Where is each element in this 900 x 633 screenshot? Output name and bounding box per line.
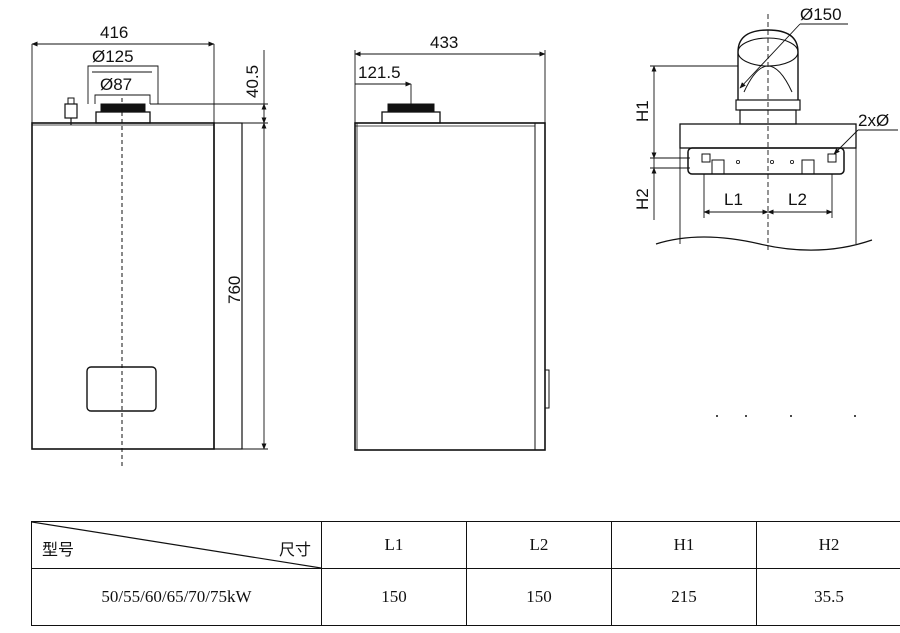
bracket-view	[650, 14, 898, 251]
h2-label: H2	[633, 188, 652, 210]
spec-table: 型号 尺寸 L1 L2 H1 H2 50/55/60/65/70/75kW 15…	[31, 521, 900, 626]
flue-inner-diameter-label: Ø87	[100, 75, 132, 94]
front-height-label: 760	[225, 276, 244, 304]
table-cell-l1: 150	[321, 568, 467, 626]
table-header-h2: H2	[756, 521, 900, 569]
flue-diameter-label: Ø150	[800, 5, 842, 24]
table-cell-l2: 150	[466, 568, 612, 626]
flue-offset-label: 121.5	[358, 63, 401, 82]
corner-right-label: 尺寸	[278, 542, 311, 559]
table-header-row: 型号 尺寸 L1 L2 H1 H2	[31, 521, 900, 569]
l2-label: L2	[788, 190, 807, 209]
corner-diagonal	[32, 522, 321, 568]
h1-label: H1	[633, 100, 652, 122]
table-header-l1: L1	[321, 521, 467, 569]
corner-left-label: 型号	[42, 542, 75, 559]
mounting-bracket	[687, 147, 845, 175]
flue-outer-diameter-label: Ø125	[92, 47, 134, 66]
top-offset-label: 40.5	[243, 65, 262, 98]
l1-label: L1	[724, 190, 743, 209]
side-width-label: 433	[430, 33, 458, 52]
front-width-label: 416	[100, 23, 128, 42]
table-cell-h1: 215	[611, 568, 757, 626]
side-view	[354, 50, 550, 451]
front-view	[31, 41, 268, 468]
table-corner-cell: 型号 尺寸	[31, 521, 322, 569]
table-row: 50/55/60/65/70/75kW 150 150 215 35.5	[31, 568, 900, 626]
hole-diameter-label: 2xØ	[858, 111, 889, 130]
table-header-l2: L2	[466, 521, 612, 569]
table-header-h1: H1	[611, 521, 757, 569]
stray-dots	[716, 415, 856, 417]
table-cell-h2: 35.5	[756, 568, 900, 626]
side-boiler-body	[354, 122, 546, 451]
front-boiler-body	[31, 122, 215, 450]
table-model-cell: 50/55/60/65/70/75kW	[31, 568, 322, 626]
